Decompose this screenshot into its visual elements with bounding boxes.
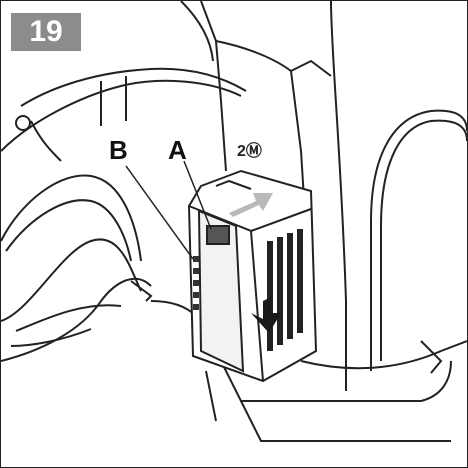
push-down-arrow-dark xyxy=(251,297,281,333)
charge-indicator-leds xyxy=(193,256,199,310)
callout-a: A xyxy=(168,135,187,165)
leader-line-a xyxy=(183,160,212,230)
leader-line-b xyxy=(125,165,194,260)
battery-pack xyxy=(187,169,318,383)
callout-b: B xyxy=(109,135,128,165)
vent-slots xyxy=(267,229,303,351)
step-number-badge: 19 xyxy=(11,13,81,51)
mower-body xyxy=(150,1,467,442)
housing-mark: 2Ⓜ xyxy=(237,141,262,160)
mower-handle xyxy=(1,67,247,362)
slide-in-arrow-light xyxy=(229,193,273,217)
